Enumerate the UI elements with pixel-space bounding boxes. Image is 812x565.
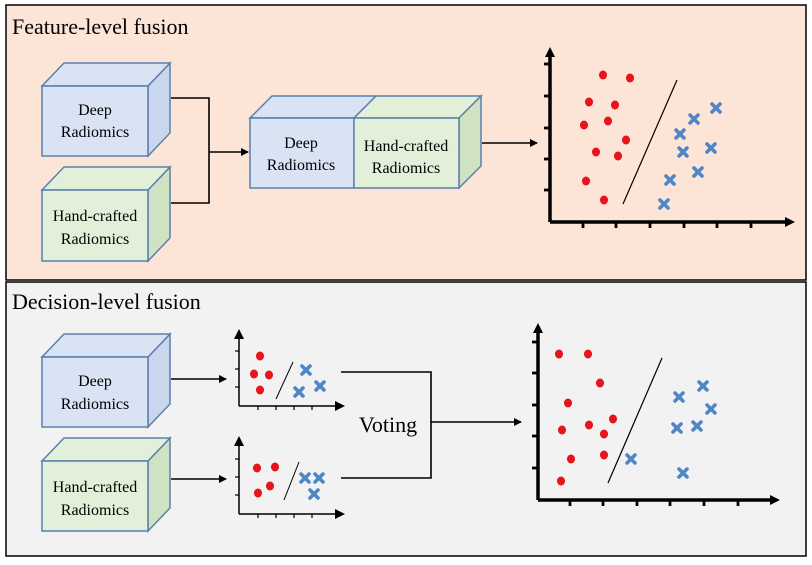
red-dot-icon [554,349,564,359]
blue-cross-icon [313,472,325,484]
blue-cross-icon [625,453,637,465]
feature-hand-label-line1: Hand-crafted [53,208,137,225]
feature-decision-boundary [622,79,678,205]
feature-deep-label-line2: Radiomics [61,124,129,141]
blue-cross-icon [688,113,700,125]
red-dot-icon [625,73,635,83]
red-dot-icon [608,414,618,424]
voting-label-background [348,408,426,440]
blue-cross-icon [692,166,704,178]
blue-cross-icon [308,488,320,500]
blue-cross-icon [293,386,305,398]
red-dot-icon [613,151,623,161]
voting-label: Voting [359,412,417,437]
deep-classifier-boundary [275,361,294,400]
feature-scatter-axes [544,47,795,228]
fused-handcrafted-section [353,117,460,189]
deep-classifier-axes [234,329,345,411]
feature-panel-title: Feature-level fusion [12,14,189,39]
red-dot-icon [265,481,275,491]
red-dot-icon [595,378,605,388]
red-dot-icon [566,454,576,464]
feature-merge-connector [171,97,249,204]
red-dot-icon [584,420,594,430]
blue-cross-icon [299,472,311,484]
fused-deep-label-line2: Radiomics [267,157,335,174]
feature-hand-label-line2: Radiomics [61,231,129,248]
blue-cross-icon [705,142,717,154]
feature-deep-label-line1: Deep [78,102,112,119]
red-dot-icon [610,100,620,110]
handcrafted-classifier-marks [252,462,325,500]
red-dot-icon [270,462,280,472]
red-dot-icon [583,349,593,359]
red-dot-icon [563,398,573,408]
decision-scatter-marks [554,349,717,486]
red-dot-icon [255,385,265,395]
feature-deep-radiomics-box: Deep Radiomics [40,61,172,158]
blue-cross-icon [673,391,685,403]
red-dot-icon [599,195,609,205]
feature-result-scatter-plot [544,47,795,228]
red-dot-icon [253,488,263,498]
red-dot-icon [264,370,274,380]
red-dot-icon [591,147,601,157]
blue-cross-icon [300,364,312,376]
blue-cross-icon [677,146,689,158]
handcrafted-classifier-scatter-plot [234,436,345,519]
red-dot-icon [584,97,594,107]
decision-deep-label-line1: Deep [78,373,112,390]
blue-cross-icon [664,174,676,186]
feature-fused-block: Deep Radiomics Hand-crafted Radiomics [248,94,483,190]
deep-classifier-marks [249,351,326,398]
decision-handcrafted-radiomics-box: Hand-crafted Radiomics [40,436,172,533]
fused-hand-label-line1: Hand-crafted [364,138,448,155]
handcrafted-classifier-boundary [283,461,300,501]
decision-hand-label-line1: Hand-crafted [53,479,137,496]
blue-cross-icon [677,467,689,479]
voting-connector [341,371,522,479]
decision-scatter-axes [532,323,780,506]
decision-hand-label-line2: Radiomics [61,502,129,519]
red-dot-icon [579,120,589,130]
red-dot-icon [599,429,609,439]
decision-result-scatter-plot [532,323,780,506]
blue-cross-icon [674,128,686,140]
red-dot-icon [603,116,613,126]
feature-level-panel: Feature-level fusion Deep Radiomics Hand… [5,4,807,281]
red-dot-icon [557,425,567,435]
decision-deep-label-line2: Radiomics [61,396,129,413]
blue-cross-icon [705,403,717,415]
decision-panel-title: Decision-level fusion [12,289,201,314]
red-dot-icon [255,351,265,361]
fused-hand-label-line2: Radiomics [372,160,440,177]
red-dot-icon [599,450,609,460]
red-dot-icon [556,476,566,486]
decision-deep-radiomics-box: Deep Radiomics [40,332,172,429]
handcrafted-classifier-axes [234,436,345,519]
red-dot-icon [249,369,259,379]
blue-cross-icon [314,380,326,392]
red-dot-icon [252,463,262,473]
feature-scatter-marks [579,70,722,210]
fused-deep-section [249,117,355,189]
decision-boundary [607,357,663,484]
red-dot-icon [598,70,608,80]
blue-cross-icon [658,198,670,210]
blue-cross-icon [691,420,703,432]
red-dot-icon [621,135,631,145]
feature-handcrafted-radiomics-box: Hand-crafted Radiomics [40,165,172,263]
decision-level-panel: Decision-level fusion Deep Radiomics Han… [5,281,807,557]
fused-deep-label-line1: Deep [284,135,318,152]
deep-classifier-scatter-plot [234,329,345,411]
blue-cross-icon [671,422,683,434]
blue-cross-icon [710,102,722,114]
blue-cross-icon [697,380,709,392]
red-dot-icon [581,176,591,186]
